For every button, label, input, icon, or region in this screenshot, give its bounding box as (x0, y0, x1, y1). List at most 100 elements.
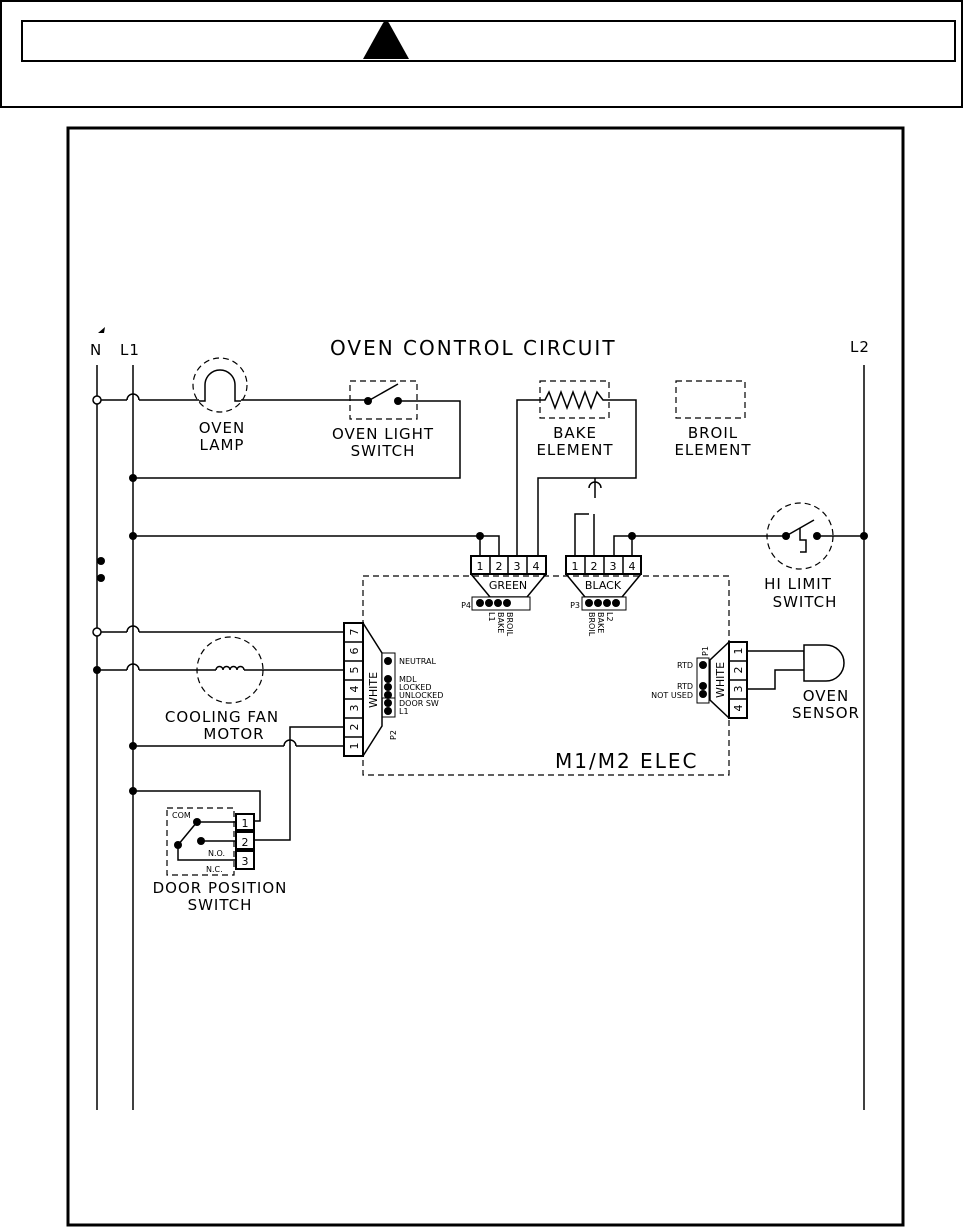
neutral-dot (97, 574, 105, 582)
green-pin-label-l1: L1 (487, 612, 496, 622)
p2-label-l1: L1 (399, 707, 409, 716)
oven-light-switch-contact (367, 383, 399, 402)
door-switch-terminal-3: 3 (242, 855, 249, 868)
bus-label-l2: L2 (850, 338, 870, 356)
black-pin-4: 4 (629, 560, 636, 573)
green-pin-label-bake: BAKE (496, 612, 505, 633)
heating-elements: BAKE ELEMENT BROIL ELEMENT (516, 380, 751, 556)
oven-light-switch-enclosure (349, 380, 418, 420)
door-position-switch: 1 2 3 COM N.O. N.C. DOOR POSITION SWITCH (129, 787, 288, 914)
green-pin-4: 4 (533, 560, 540, 573)
green-connector-p4: 1 2 3 4 GREEN P4 L1 BAKE BROIL (461, 555, 547, 637)
oven-sensor-label-2: SENSOR (792, 704, 860, 722)
oven-light-switch-label-2: SWITCH (351, 442, 416, 460)
green-pin-3: 3 (514, 560, 521, 573)
p1-white-connector: 1 2 3 4 WHITE RTD RTD NOT USED P1 OVEN S… (651, 641, 860, 722)
broil-element-label: BROIL (688, 424, 738, 442)
broil-element-enclosure (675, 380, 746, 419)
p1-pin-4: 4 (732, 705, 745, 712)
p1-connector-name: WHITE (714, 662, 727, 698)
oven-lamp-circuit: OVEN LAMP OVEN LIGHT SWITCH (92, 357, 461, 482)
door-switch-nc-label: N.C. (206, 865, 223, 874)
black-pin-1: 1 (572, 560, 579, 573)
door-switch-label: DOOR POSITION (153, 879, 288, 897)
black-pin-label-l2: L2 (605, 612, 614, 622)
l1-feed-and-hi-limit: HI LIMIT SWITCH (129, 502, 868, 611)
bus-label-l1: L1 (120, 341, 140, 359)
black-pin-3: 3 (610, 560, 617, 573)
warning-inner-box (21, 20, 956, 62)
p2-pin-4: 4 (348, 686, 361, 693)
bake-element-label-2: ELEMENT (536, 441, 613, 459)
p2-label-unlocked: UNLOCKED (399, 691, 443, 700)
p1-pin-1: 1 (732, 648, 745, 655)
door-switch-terminal-1: 1 (242, 817, 249, 830)
cooling-fan-label-2: MOTOR (203, 725, 264, 743)
p2-pin-2: 2 (348, 724, 361, 731)
door-switch-com-label: COM (172, 811, 191, 820)
broil-element-label-2: ELEMENT (674, 441, 751, 459)
p2-label-neutral: NEUTRAL (399, 657, 436, 666)
n-marker-icon (98, 327, 105, 333)
oven-lamp-enclosure (192, 357, 248, 413)
door-switch-contact (177, 821, 198, 846)
green-pin-2: 2 (496, 560, 503, 573)
control-board-outline (362, 575, 730, 776)
black-connector-name: BLACK (585, 579, 622, 592)
bus-label-n: N (90, 341, 102, 359)
p2-connector-id: P2 (389, 730, 398, 740)
door-switch-label-2: SWITCH (188, 896, 253, 914)
oven-lamp-label-2: LAMP (200, 436, 245, 454)
black-pin-label-broil: BROIL (587, 612, 596, 637)
p1-label-rtd-1: RTD (677, 661, 693, 670)
door-switch-no-label: N.O. (208, 849, 225, 858)
black-connector-p3: 1 2 3 4 BLACK P3 BROIL BAKE L2 (565, 555, 642, 637)
warning-triangle-icon (363, 21, 409, 59)
p1-label-not-used: NOT USED (651, 691, 693, 700)
broil-element-icon (574, 513, 589, 556)
p2-pin-3: 3 (348, 705, 361, 712)
p2-pin-1: 1 (348, 743, 361, 750)
bake-element-icon (516, 389, 637, 556)
oven-lamp-icon (199, 369, 241, 402)
p2-pin-5: 5 (348, 667, 361, 674)
control-board-label: M1/M2 ELEC (555, 749, 698, 773)
cooling-fan-label: COOLING FAN (165, 708, 279, 726)
green-connector-id: P4 (461, 601, 471, 610)
oven-lamp-label: OVEN (199, 419, 246, 437)
p1-pin-3: 3 (732, 686, 745, 693)
hi-limit-thermal-icon (799, 528, 807, 553)
p2-feed-wires: COOLING FAN MOTOR (92, 625, 344, 841)
door-switch-terminal-2: 2 (242, 836, 249, 849)
p2-white-connector: 7 6 5 4 3 2 1 WHITE NEUTRAL MDL LOCKED U… (343, 622, 443, 757)
oven-light-switch-label: OVEN LIGHT (332, 425, 434, 443)
green-pin-label-broil: BROIL (505, 612, 514, 637)
p1-pin-2: 2 (732, 667, 745, 674)
p2-label-door-sw: DOOR SW (399, 699, 439, 708)
p1-connector-id: P1 (701, 646, 710, 656)
p2-pin-6: 6 (348, 648, 361, 655)
oven-sensor-icon (803, 644, 845, 682)
p2-connector-name: WHITE (367, 672, 380, 708)
warning-header (0, 0, 963, 108)
p2-pin-7: 7 (348, 629, 361, 636)
green-pin-1: 1 (477, 560, 484, 573)
black-connector-id: P3 (570, 601, 580, 610)
p1-label-rtd-2: RTD (677, 682, 693, 691)
black-pin-label-bake: BAKE (596, 612, 605, 633)
hi-limit-label-2: SWITCH (773, 593, 838, 611)
hi-limit-label: HI LIMIT (764, 575, 832, 593)
diagram-frame (66, 126, 905, 1227)
diagram-title: OVEN CONTROL CIRCUIT (330, 336, 617, 360)
oven-sensor-label: OVEN (803, 687, 850, 705)
green-connector-name: GREEN (489, 579, 527, 592)
bake-element-enclosure (539, 380, 610, 419)
bake-element-label: BAKE (553, 424, 597, 442)
cooling-fan-coil-icon (215, 665, 245, 671)
warning-outer-box (0, 0, 963, 108)
p2-label-mdl: MDL (399, 675, 417, 684)
black-pin-2: 2 (591, 560, 598, 573)
p2-label-locked: LOCKED (399, 683, 432, 692)
neutral-dot (97, 557, 105, 565)
